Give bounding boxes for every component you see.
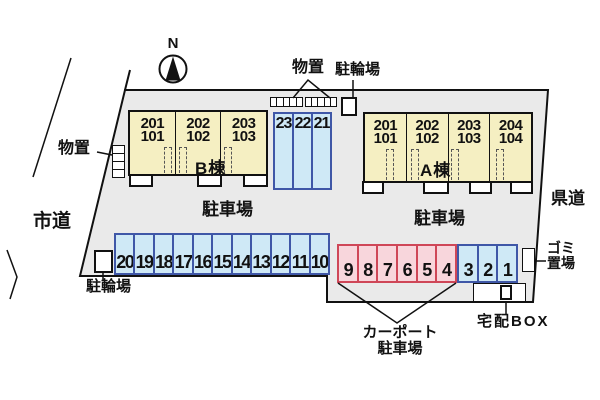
unit-lower: 104 [498,130,523,147]
porch [423,181,449,194]
city-road-line-2 [6,249,18,300]
storage-top-leader-line [292,78,331,99]
parking-space: 12 [269,235,289,273]
garbage-label-line2: 置場 [547,254,575,271]
parking-space: 23 [275,115,292,132]
carport-label-line2: 駐車場 [377,339,423,357]
storage-shed-column [112,145,125,178]
garbage-area-label: ゴミ 置場 [547,241,575,270]
carport-parking-label: カーポート 駐車場 [362,325,437,357]
storage-shed-row [270,97,303,107]
parking-space: 18 [152,235,172,273]
parking-space: 17 [172,235,192,273]
stair-mark [386,149,394,180]
parking-space: 14 [230,235,250,273]
delivery-box-label: 宅配BOX [477,313,550,330]
parking-space: 22 [292,114,311,188]
carport-space: 8 [356,246,377,281]
storage-shed-row [305,97,337,107]
parking-space: 11 [289,235,309,273]
carport-space: 4 [435,246,455,281]
storage-left-leader-line [96,151,113,156]
bicycle-parking-label-bottom: 駐輪場 [86,278,132,295]
storage-label-left: 物置 [58,140,91,157]
carport-space: 9 [343,260,354,280]
unit-a-2-label: 202 102 [407,118,448,147]
garbage-label-line1: ゴミ [547,240,575,256]
stair-mark [451,149,459,180]
city-road-line [32,57,72,178]
stair-mark [411,149,419,180]
parking-space: 2 [476,246,497,281]
prefectural-road-label: 県道 [551,189,585,208]
bicycle-parking-box [341,97,357,116]
parking-space: 16 [191,235,211,273]
compass-north-label: N [167,35,179,52]
parking-space: 3 [463,260,474,280]
parking-space: 20 [116,252,134,272]
unit-lower: 102 [186,128,210,145]
unit-b-1-label: 201 101 [130,116,175,145]
parking-space: 15 [211,235,231,273]
unit-lower: 103 [231,128,256,145]
boundary-overshoot-line [124,69,131,91]
porch [510,181,533,194]
unit-lower: 103 [457,130,481,147]
parking-space: 13 [250,235,270,273]
stair-mark [496,149,504,180]
bicycle-parking-box [94,250,113,273]
bicycle-parking-label-top: 駐輪場 [335,61,381,78]
porch [362,181,384,194]
stair-mark [179,147,187,173]
parking-space: 1 [496,246,516,281]
delivery-box-unit [500,285,512,300]
carport-space: 5 [415,246,436,281]
unit-b-3-label: 203 103 [221,116,266,145]
parking-area-label-right: 駐車場 [414,209,465,228]
parking-space: 19 [133,235,153,273]
unit-lower: 101 [140,128,165,145]
carport-leader-lines [337,282,457,324]
stair-mark [224,147,232,173]
stair-mark [164,147,172,173]
parking-area-label-left: 駐車場 [202,200,253,219]
unit-b-2-label: 202 102 [176,116,221,145]
storage-label-top: 物置 [291,59,325,76]
porch [243,174,268,187]
unit-lower: 102 [415,130,439,147]
parking-space: 10 [308,235,328,273]
garbage-area-box [522,248,535,272]
porch [129,174,153,187]
porch [469,181,492,194]
compass-icon [158,54,188,84]
porch [197,174,222,187]
building-a-name: A棟 [420,161,452,180]
carport-space: 7 [376,246,396,281]
city-road-label: 市道 [33,211,72,232]
carport-label-line1: カーポート [362,324,438,341]
unit-a-3-label: 203 103 [449,118,490,147]
unit-lower: 101 [373,130,398,147]
parking-space: 21 [311,114,330,188]
unit-a-1-label: 201 101 [365,118,406,147]
unit-a-4-label: 204 104 [490,118,531,147]
carport-space: 6 [396,246,416,281]
